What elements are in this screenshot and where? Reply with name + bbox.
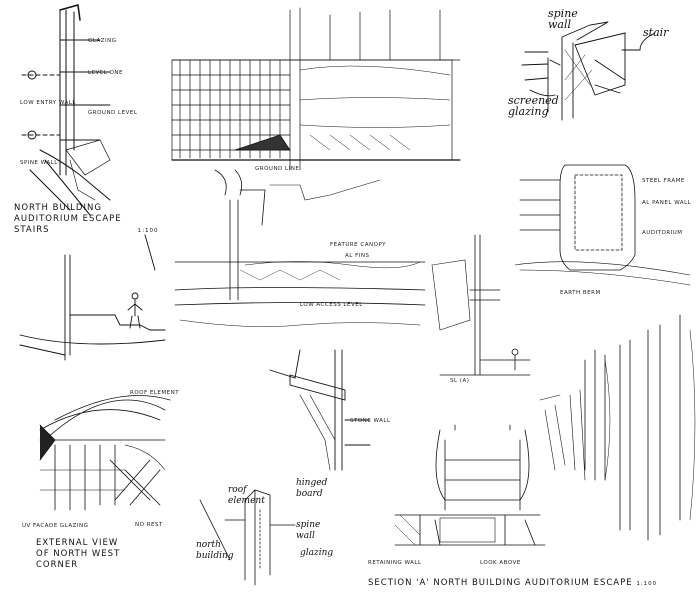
north-stairs-scale: 1:100 (137, 228, 159, 234)
spine-wall-perspective-sketch (199, 489, 296, 586)
note-glazing: glazing (300, 548, 334, 558)
annotation-feature-canopy: Feature Canopy (330, 242, 387, 248)
section-a-title: Section 'A' North Building Auditorium Es… (368, 578, 657, 590)
annotation-al-panel-wall: Al Panel Wall (642, 200, 692, 206)
annotation-uv-facade-glazing: UV Facade Glazing (22, 523, 89, 529)
section-a-title-text: Section 'A' North Building Auditorium Es… (368, 578, 633, 588)
annotation-ground-line: Ground Line (255, 166, 300, 172)
annotation-earth-berm: Earth Berm (560, 290, 601, 296)
annotation-roof-element: Roof Element (130, 390, 180, 396)
section-a-sketch (394, 424, 546, 546)
stair-figure-sketch (19, 234, 166, 361)
note-hinged-board: hinged board (296, 478, 328, 499)
annotation-look-above: Look Above (480, 560, 521, 566)
annotation-steel-frame: Steel Frame (642, 178, 685, 184)
note-north-building: north building (196, 540, 234, 561)
canopy-section-sketch (174, 169, 426, 327)
annotation-retaining-wall: Retaining Wall (368, 560, 422, 566)
note-spine-wall: spine wall (548, 7, 578, 31)
facade-perspective-sketch (539, 314, 696, 541)
annotation-low-entry-wall: Low Entry Wall (20, 100, 76, 106)
section-a-scale: 1:100 (636, 581, 658, 587)
annotation-sl-a: SL (A) (450, 378, 470, 384)
annotation-no-rest: No Rest (135, 522, 163, 528)
north-stair-section-sketch (21, 4, 111, 216)
annotation-stone-wall: Stone Wall (350, 418, 391, 424)
facade-elevation-sketch (171, 7, 461, 171)
fin-detail-sketch (431, 234, 531, 376)
external-view-title: External View of North West Corner (36, 538, 121, 570)
note-roof-element: roof element (228, 485, 265, 506)
annotation-level-one: Level One (88, 70, 124, 76)
annotation-auditorium: Auditorium (642, 230, 683, 236)
auditorium-elevation-sketch (514, 164, 691, 286)
annotation-al-fins: Al Fins (345, 253, 370, 259)
north-west-corner-view-sketch (39, 395, 171, 511)
annotation-spine-wall: Spine Wall (20, 160, 58, 166)
spine-wall-axonometric-sketch (521, 21, 656, 121)
note-screened-glazing: screened glazing (508, 94, 559, 118)
annotation-glazing: Glazing (88, 38, 117, 44)
annotation-ground-level: Ground Level (88, 110, 138, 116)
north-stairs-title-text: North Building Auditorium Escape Stairs (14, 203, 122, 235)
north-stairs-title: North Building Auditorium Escape Stairs … (14, 203, 159, 237)
note-spine-wall-2: spine wall (296, 520, 321, 541)
note-stair: stair (643, 26, 669, 39)
annotation-low-access: Low Access Level (300, 302, 363, 308)
balcony-section-sketch (269, 349, 371, 471)
